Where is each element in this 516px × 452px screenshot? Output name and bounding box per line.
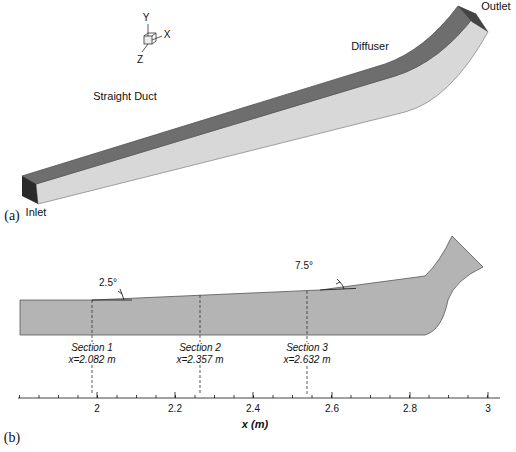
tick-label: 2.6 xyxy=(325,403,339,415)
axis-name: X xyxy=(164,29,171,41)
section-lines xyxy=(92,291,307,395)
section-label: Section 2 x=2.357 m xyxy=(171,342,229,365)
axis-name: Z xyxy=(137,54,143,66)
axis-tick xyxy=(214,395,215,398)
axis-tick xyxy=(195,395,196,398)
axis-tick xyxy=(488,392,489,398)
angle-label: 2.5° xyxy=(99,277,117,289)
axis-tick xyxy=(351,395,352,398)
axis-tick xyxy=(429,395,430,398)
axis-tick xyxy=(39,395,40,398)
axis-tick xyxy=(97,392,98,398)
axis-tick xyxy=(468,395,469,398)
axis-ticks xyxy=(20,392,489,398)
axis-tick xyxy=(332,392,333,398)
axis-tick xyxy=(19,395,20,398)
part-name: Inlet xyxy=(26,206,47,219)
axis-name: Y xyxy=(143,12,150,24)
axis-title: x (m) xyxy=(242,418,268,431)
axis-tick xyxy=(156,395,157,398)
section-label: Section 1 x=2.082 m xyxy=(63,342,121,365)
axis-tick xyxy=(136,395,137,398)
angle-label: 7.5° xyxy=(295,260,313,272)
axis-tick xyxy=(78,395,79,398)
tick-label: 3 xyxy=(485,403,491,415)
axis-tick xyxy=(292,395,293,398)
inlet-face xyxy=(22,176,38,204)
angle-markers xyxy=(92,279,356,300)
section-label: Section 3 x=2.632 m xyxy=(278,342,336,365)
axis-tick xyxy=(175,392,176,398)
axis-tick xyxy=(234,395,235,398)
part-name: Diffuser xyxy=(351,40,389,53)
axis-tick xyxy=(410,392,411,398)
axis-tick xyxy=(370,395,371,398)
tick-label: 2 xyxy=(94,403,100,415)
panel-letter: (b) xyxy=(4,430,20,446)
x-axis xyxy=(18,398,500,399)
part-name: Outlet xyxy=(481,0,510,13)
panel-letter: (a) xyxy=(4,208,20,224)
axis-triad xyxy=(142,24,162,52)
tick-label: 2.2 xyxy=(168,403,182,415)
duct-profile xyxy=(20,236,483,335)
axis-tick xyxy=(448,395,449,398)
axis-tick xyxy=(390,395,391,398)
axis-tick xyxy=(253,392,254,398)
axis-tick xyxy=(58,395,59,398)
tick-label: 2.4 xyxy=(246,403,260,415)
axis-tick xyxy=(273,395,274,398)
axis-tick xyxy=(117,395,118,398)
tick-label: 2.8 xyxy=(403,403,417,415)
axis-tick xyxy=(312,395,313,398)
part-name: Straight Duct xyxy=(93,90,157,103)
duct-top-face xyxy=(22,6,476,184)
